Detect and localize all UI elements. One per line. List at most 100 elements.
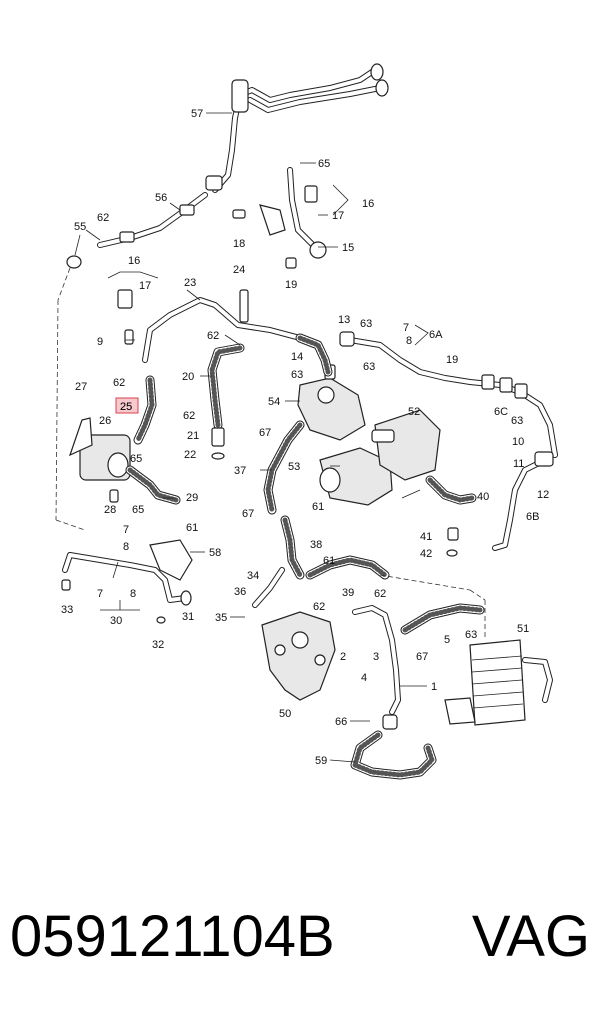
part-label: 8 <box>406 335 412 347</box>
part-label: 6A <box>429 329 443 341</box>
part-label: 59 <box>315 755 327 767</box>
part-label: 62 <box>374 588 386 600</box>
pipe-6B <box>492 451 554 551</box>
part-label: 62 <box>207 330 219 342</box>
part-label: 62 <box>313 601 325 613</box>
part-label: 55 <box>74 221 86 233</box>
part-label: 63 <box>291 369 303 381</box>
part-label: 57 <box>191 108 203 120</box>
part-label: 63 <box>465 629 477 641</box>
part-label: 63 <box>360 318 372 330</box>
part-label: 4 <box>361 672 367 684</box>
hose-38-39 <box>252 515 390 608</box>
hose-1-5-59 <box>350 603 485 780</box>
part-label: 63 <box>511 415 523 427</box>
part-label: 21 <box>187 430 199 442</box>
pipe-6A <box>339 331 558 458</box>
part-label: 61 <box>323 555 335 567</box>
part-label: 63 <box>363 361 375 373</box>
pump-26 <box>68 375 181 505</box>
part-label: 56 <box>155 192 167 204</box>
part-label: 24 <box>233 264 245 276</box>
part-label: 61 <box>186 522 198 534</box>
part-label: 61 <box>312 501 324 513</box>
part-label: 65 <box>318 158 330 170</box>
part-label: 54 <box>268 396 280 408</box>
bracket-50 <box>261 611 336 701</box>
part-label: 2 <box>340 651 346 663</box>
part-label: 1 <box>431 681 437 693</box>
part-label: 19 <box>446 354 458 366</box>
sensor-16-top <box>232 167 327 269</box>
part-label: 17 <box>332 210 344 222</box>
part-label: 11 <box>513 458 524 470</box>
hose-20 <box>207 343 245 460</box>
part-label: 51 <box>517 623 529 635</box>
part-label: 25 <box>120 401 132 413</box>
part-label: 9 <box>97 336 103 348</box>
part-label: 65 <box>132 504 144 516</box>
part-label: 7 <box>403 322 409 334</box>
part-label: 13 <box>338 314 350 326</box>
highlight-label: 25 <box>120 401 132 413</box>
part-label: 38 <box>310 539 322 551</box>
part-label: 53 <box>288 461 300 473</box>
part-label: 15 <box>342 242 354 254</box>
part-label: 29 <box>186 492 198 504</box>
part-label: 12 <box>537 489 549 501</box>
part-label: 22 <box>184 449 196 461</box>
part-label: 16 <box>128 255 140 267</box>
part-label: 34 <box>247 570 259 582</box>
pipe-57 <box>205 63 389 193</box>
part-label: 8 <box>130 588 136 600</box>
parts-diagram: 57 65 56 16 62 55 17 18 15 19 24 23 16 1… <box>55 63 558 780</box>
hose-14 <box>295 333 333 377</box>
part-label: 67 <box>242 508 254 520</box>
part-label: 35 <box>215 612 227 624</box>
part-label: 20 <box>182 371 194 383</box>
part-label: 65 <box>130 453 142 465</box>
part-label: 30 <box>110 615 122 627</box>
part-label: 31 <box>182 611 194 623</box>
part-label: 58 <box>209 547 221 559</box>
group-brackets <box>107 184 429 346</box>
pipe-23 <box>117 289 303 363</box>
part-label: 32 <box>152 639 164 651</box>
part-label: 6B <box>526 511 539 523</box>
part-label: 40 <box>477 491 489 503</box>
part-label: 19 <box>285 279 297 291</box>
part-label: 67 <box>416 651 428 663</box>
leader-lines <box>74 112 427 763</box>
part-label: 7 <box>97 588 103 600</box>
part-label: 17 <box>139 280 151 292</box>
part-label: 8 <box>123 541 129 553</box>
hose-40 <box>425 475 477 557</box>
part-label: 66 <box>335 716 347 728</box>
part-label: 36 <box>234 586 246 598</box>
part-label: 14 <box>291 351 303 363</box>
pipe-30 <box>61 539 193 624</box>
part-label: 62 <box>113 377 125 389</box>
part-labels: 57 65 56 16 62 55 17 18 15 19 24 23 16 1… <box>61 108 549 767</box>
part-label: 62 <box>97 212 109 224</box>
part-label: 52 <box>408 406 420 418</box>
highlight-box <box>115 397 139 414</box>
part-label: 27 <box>75 381 87 393</box>
part-label: 6C <box>494 406 508 418</box>
part-label: 5 <box>444 634 450 646</box>
part-label: 16 <box>362 198 374 210</box>
oil-cooler-51 <box>379 574 553 726</box>
part-label: 62 <box>183 410 195 422</box>
part-label: 10 <box>512 436 524 448</box>
brand-name: VAG <box>471 903 590 969</box>
part-label: 3 <box>373 651 379 663</box>
part-label: 67 <box>259 427 271 439</box>
part-label: 37 <box>234 465 246 477</box>
part-label: 33 <box>61 604 73 616</box>
part-number: 059121104B <box>10 903 335 969</box>
thermostat-housing <box>263 364 441 515</box>
part-label: 18 <box>233 238 245 250</box>
pipe-56 <box>97 192 208 248</box>
part-label: 42 <box>420 548 432 560</box>
part-label: 26 <box>99 415 111 427</box>
